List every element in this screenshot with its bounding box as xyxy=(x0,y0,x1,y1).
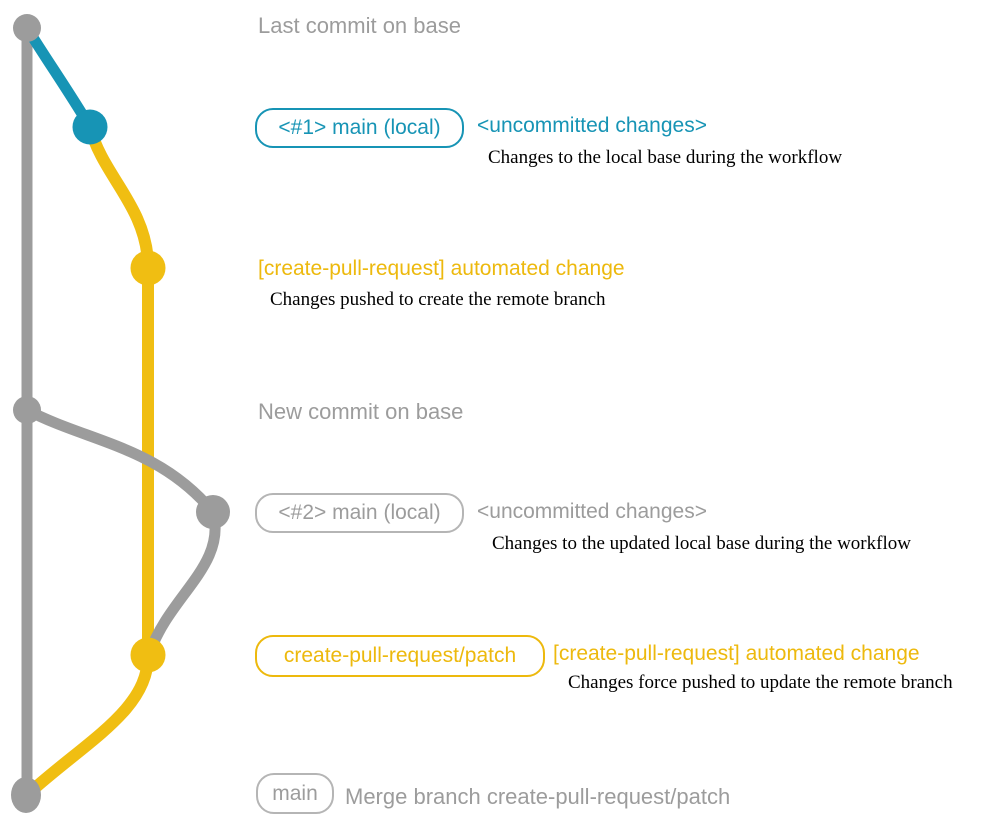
commit-title-automated-2: [create-pull-request] automated change xyxy=(553,642,920,665)
commit-node-last-base xyxy=(13,14,41,42)
commit-node-merge xyxy=(11,777,41,813)
commit-node-push1 xyxy=(130,250,166,286)
annotation-new-commit-on-base: New commit on base xyxy=(258,399,464,424)
branch-badge-create-pull-request-patch: create-pull-request/patch xyxy=(255,635,545,677)
branch-badge-main-local-2: <#2> main (local) xyxy=(255,493,464,533)
yellow-branch-line-lower xyxy=(21,256,155,801)
branch-badge-main-local-1: <#1> main (local) xyxy=(255,108,464,148)
commit-node-local1 xyxy=(72,109,108,145)
commit-title-uncommitted-2: <uncommitted changes> xyxy=(477,500,707,523)
commit-title-merge: Merge branch create-pull-request/patch xyxy=(345,784,731,809)
commit-node-new-base xyxy=(13,396,41,424)
yellow-branch-line-upper xyxy=(84,121,154,268)
commit-node-local2 xyxy=(196,495,230,529)
commit-caption-automated-1: Changes pushed to create the remote bran… xyxy=(270,289,606,310)
branch-badge-main: main xyxy=(256,773,334,814)
commit-caption-automated-2: Changes force pushed to update the remot… xyxy=(568,672,953,693)
commit-node-push2 xyxy=(130,637,166,673)
commit-caption-uncommitted-2: Changes to the updated local base during… xyxy=(492,533,911,554)
annotation-last-commit-on-base: Last commit on base xyxy=(258,13,461,38)
commit-caption-uncommitted-1: Changes to the local base during the wor… xyxy=(488,147,843,168)
gray-local-branch-in xyxy=(144,506,221,658)
commit-title-uncommitted-1: <uncommitted changes> xyxy=(477,114,707,137)
teal-branch-line xyxy=(21,22,96,133)
commit-title-automated-1: [create-pull-request] automated change xyxy=(258,257,625,280)
gray-local-branch-out xyxy=(21,404,219,518)
